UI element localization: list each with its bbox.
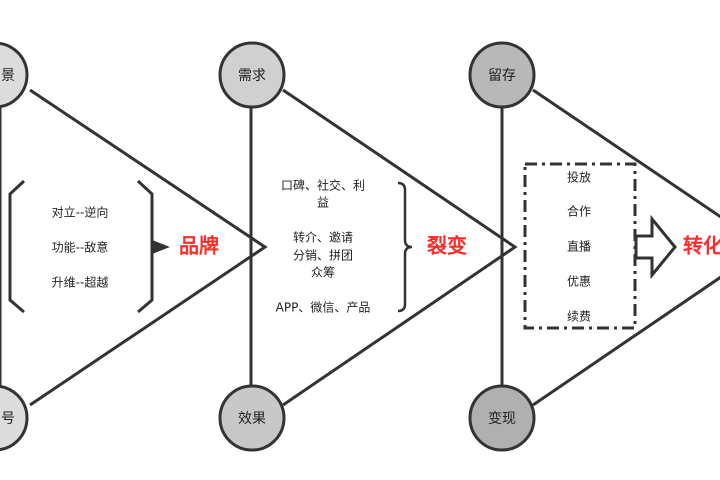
item-text: 合作 bbox=[567, 204, 591, 219]
top-node-label: 需求 bbox=[238, 68, 266, 84]
triangle-outline bbox=[282, 88, 518, 407]
stage-conversion: 留存 变现 投放 合作 直播 优惠 续费 转化 bbox=[468, 41, 720, 452]
item-text: 转介、邀请 bbox=[293, 230, 353, 245]
arrow-icon bbox=[152, 240, 170, 254]
item-text: 功能--敌意 bbox=[52, 240, 109, 255]
triangle-outline bbox=[532, 275, 720, 407]
item-text: 众筹 bbox=[311, 266, 335, 280]
bottom-node-circle bbox=[0, 384, 29, 452]
bottom-node-circle bbox=[218, 384, 286, 452]
bottom-node-label: 效果 bbox=[238, 411, 266, 427]
top-node-label: 景 bbox=[1, 68, 15, 84]
item-text: 升维--超越 bbox=[52, 275, 109, 290]
triangle-outline bbox=[532, 88, 720, 219]
top-node-circle bbox=[0, 41, 29, 109]
stage-label: 裂变 bbox=[427, 234, 467, 258]
item-text: 口碑、社交、利 bbox=[281, 178, 365, 193]
right-bracket bbox=[136, 179, 154, 314]
bottom-node-label: 号 bbox=[1, 411, 15, 427]
item-text: 续费 bbox=[567, 310, 591, 324]
item-text: 优惠 bbox=[567, 275, 591, 289]
triangle-outline bbox=[29, 88, 268, 407]
item-text: 对立--逆向 bbox=[52, 205, 109, 220]
item-text: 投放 bbox=[567, 170, 591, 185]
top-node-label: 留存 bbox=[488, 68, 516, 84]
stage-label: 转化 bbox=[683, 234, 720, 258]
curly-brace bbox=[397, 181, 413, 313]
top-node-circle bbox=[468, 41, 536, 109]
item-text: 益 bbox=[317, 196, 329, 210]
stage-fission: 需求 效果 口碑、社交、利 益 转介、邀请 分销、拼团 众筹 APP、微信、产品… bbox=[218, 41, 518, 452]
item-text: 分销、拼团 bbox=[293, 249, 353, 263]
left-bracket bbox=[8, 179, 26, 314]
stage-label: 品牌 bbox=[179, 234, 219, 258]
bottom-node-circle bbox=[468, 384, 536, 452]
hollow-arrow-icon bbox=[634, 214, 677, 280]
bottom-node-label: 变现 bbox=[488, 411, 516, 427]
top-node-circle bbox=[218, 41, 286, 109]
item-text: APP、微信、产品 bbox=[276, 301, 371, 315]
stage-brand: 景 号 对立--逆向 功能--敌意 升维--超越 品牌 bbox=[0, 41, 268, 452]
item-text: 直播 bbox=[567, 240, 591, 254]
